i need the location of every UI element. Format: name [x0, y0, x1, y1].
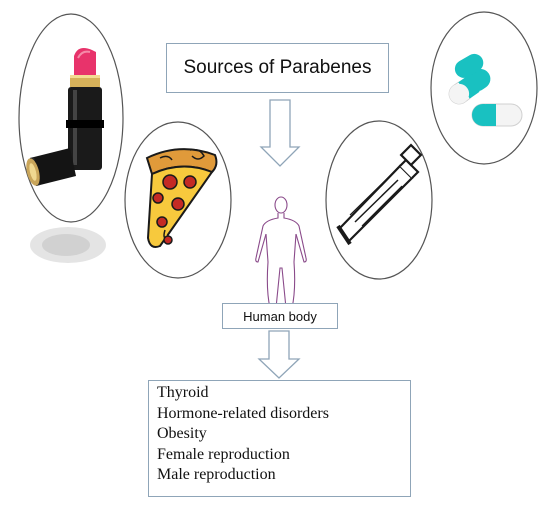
- lipstick-icon: [26, 48, 104, 186]
- human-figure-icon: [255, 196, 307, 309]
- effect-item: Thyroid: [157, 384, 209, 401]
- effect-item: Male reproduction: [157, 466, 276, 483]
- human-body-label: Human body: [243, 308, 317, 324]
- title-box: Sources of Parabenes: [166, 43, 389, 93]
- arrow-down-1: [259, 99, 301, 167]
- pills-icon: [448, 53, 523, 127]
- cream-tube-source: [325, 120, 433, 280]
- lipstick-source: [18, 13, 124, 223]
- pizza-icon: [145, 148, 218, 248]
- arrow-down-2: [257, 330, 301, 379]
- effect-item: Hormone-related disorders: [157, 404, 329, 422]
- pizza-source: [124, 121, 232, 279]
- effect-item: Female reproduction: [157, 445, 290, 463]
- effect-item: Obesity: [157, 425, 207, 442]
- human-body-label-box: Human body: [222, 303, 338, 329]
- pills-source: [430, 11, 538, 165]
- title-text: Sources of Parabenes: [183, 57, 372, 78]
- effects-box: Thyroid Hormone-related disorders Obesit…: [148, 380, 411, 497]
- cream-tube-icon: [336, 143, 423, 246]
